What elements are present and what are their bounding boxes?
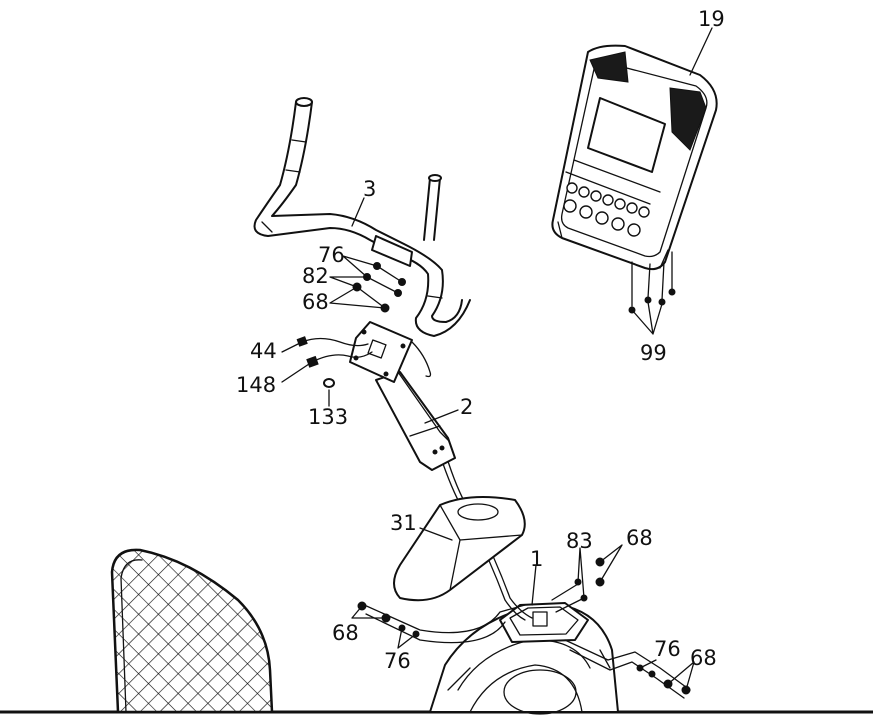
- console-keypad: [563, 182, 650, 237]
- callout-76-left-crank: 76: [384, 649, 411, 673]
- callout-82: 82: [302, 264, 329, 288]
- callout-68-left-crank: 68: [332, 621, 359, 645]
- callout-44: 44: [250, 339, 277, 363]
- callout-83: 83: [566, 529, 593, 553]
- callout-31: 31: [390, 511, 417, 535]
- callout-2: 2: [460, 395, 473, 419]
- callout-19: 19: [698, 7, 725, 31]
- handlebar: [253, 97, 471, 337]
- callout-99: 99: [640, 341, 667, 365]
- callout-76-handlebar: 76: [318, 243, 345, 267]
- handlebar-hardware: [352, 262, 406, 313]
- callout-3: 3: [363, 177, 376, 201]
- mast-top-plate: [349, 321, 432, 383]
- callout-133: 133: [308, 405, 348, 429]
- callout-labels: 19 3 76 82 68 44 148 133 2 99 31 83 68 1…: [236, 7, 725, 673]
- callout-1: 1: [530, 547, 543, 571]
- callout-68-handlebar: 68: [302, 290, 329, 314]
- callout-148: 148: [236, 373, 276, 397]
- seat-backrest: [110, 548, 274, 714]
- leader-lines: [281, 27, 713, 691]
- main-frame: [429, 602, 619, 715]
- console: [551, 44, 718, 271]
- callout-68-base: 68: [626, 526, 653, 550]
- mast-shroud: [393, 496, 526, 602]
- handlebar-mast: [375, 371, 456, 471]
- callout-76-right-crank: 76: [654, 637, 681, 661]
- callout-68-right-crank: 68: [690, 646, 717, 670]
